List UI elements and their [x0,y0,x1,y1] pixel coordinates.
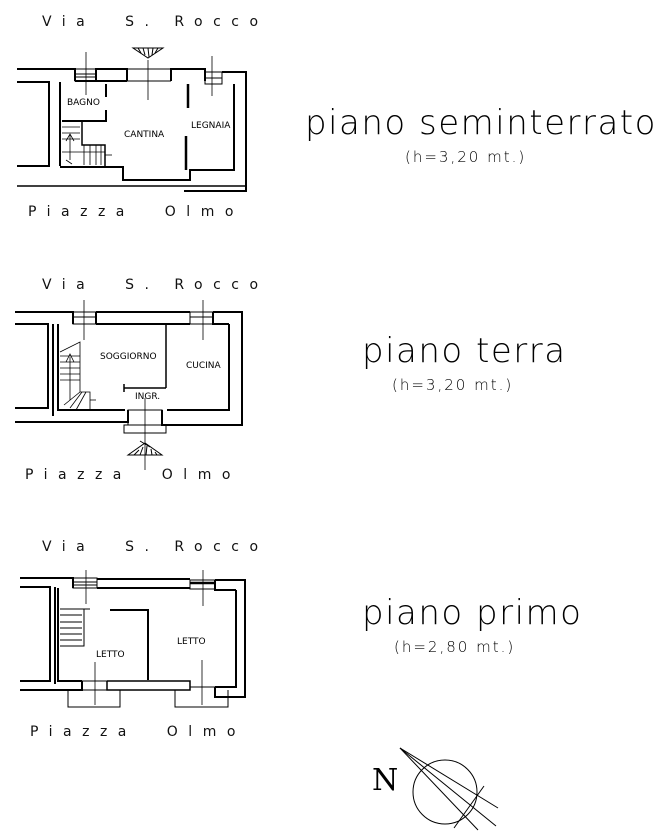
street-label-bottom: Piazza Olmo [25,467,241,483]
street-label-top: Via S. Rocco [42,277,269,293]
room-label-bagno: BAGNO [67,98,100,108]
floor-plan-primo: LETTO LETTO [20,570,246,708]
room-label-ingresso: INGR. [135,392,160,402]
room-label-letto-2: LETTO [177,637,206,647]
street-label-top: Via S. Rocco [42,14,269,30]
floor-plan-terra: SOGGIORNO CUCINA INGR. [15,300,243,470]
street-label-top: Via S. Rocco [42,539,269,555]
floor-height: (h=3,20 mt.) [392,376,514,394]
room-label-legnaia: LEGNAIA [191,121,231,131]
street-label-bottom: Piazza Olmo [30,724,246,740]
entrance-marker [131,47,165,59]
room-label-letto-1: LETTO [96,650,125,660]
north-label: N [372,763,399,798]
floor-name: piano terra [362,331,567,371]
floor-title-terra: piano terra (h=3,20 mt.) [362,332,602,394]
floor-title-primo: piano primo (h=2,80 mt.) [362,594,602,656]
room-label-soggiorno: SOGGIORNO [100,352,157,362]
room-label-cantina: CANTINA [124,130,165,140]
entrance-marker [126,440,164,456]
floor-name: piano seminterrato [305,103,657,143]
street-label-bottom: Piazza Olmo [28,204,244,220]
floor-height: (h=3,20 mt.) [405,148,527,166]
floor-plan-seminterrato: BAGNO CANTINA LEGNAIA [17,47,247,192]
floor-height: (h=2,80 mt.) [394,638,516,656]
compass-icon [399,747,499,831]
floor-name: piano primo [362,593,583,633]
room-label-cucina: CUCINA [186,361,222,371]
floor-title-seminterrato: piano seminterrato (h=3,20 mt.) [305,104,663,166]
